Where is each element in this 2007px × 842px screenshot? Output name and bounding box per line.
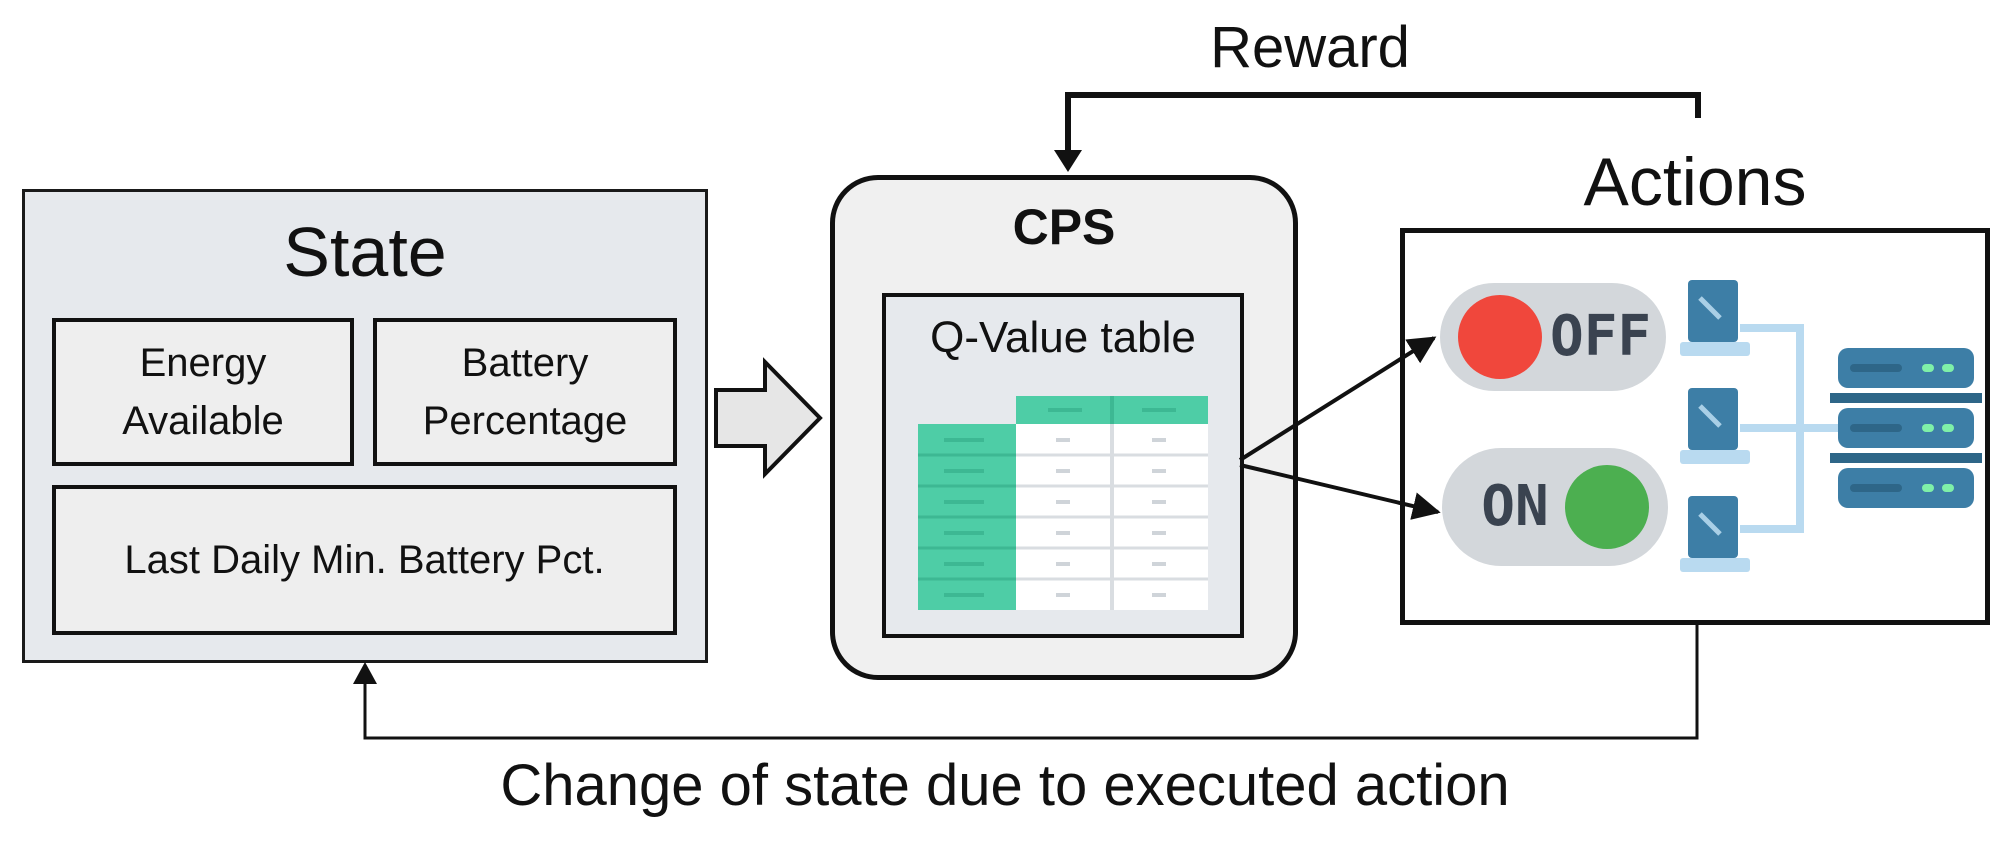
on-label: ON <box>1481 474 1549 539</box>
q-value-table-label: Q-Value table <box>930 313 1196 362</box>
reward-label: Reward <box>1210 15 1410 80</box>
q-table-icon <box>918 396 1208 610</box>
off-label: OFF <box>1550 304 1652 369</box>
state-change-arrow <box>363 625 1699 740</box>
state-item-last-daily-min-label: Last Daily Min. Battery Pct. <box>124 537 605 582</box>
table-to-on-arrow <box>1239 463 1441 520</box>
cps-title: CPS <box>1012 199 1116 255</box>
laptop-icon <box>1680 280 1750 356</box>
state-item-last-daily-min: Last Daily Min. Battery Pct. <box>52 485 677 635</box>
actions-title: Actions <box>1583 144 1807 220</box>
state-item-battery-label: Battery Percentage <box>422 341 628 443</box>
reward-arrowhead <box>1054 150 1082 172</box>
server-icon <box>1830 348 1982 508</box>
off-switch-icon <box>1440 283 1666 391</box>
laptop-icon <box>1680 496 1750 572</box>
state-to-cps-arrow <box>714 357 823 479</box>
state-change-arrowhead <box>353 662 377 684</box>
laptop-icon <box>1680 388 1750 464</box>
table-to-off-arrow <box>1238 336 1437 462</box>
state-title: State <box>283 213 447 291</box>
network-wires <box>1740 324 1840 533</box>
reward-arrow <box>1065 92 1701 160</box>
state-item-energy: Energy Available <box>52 318 354 466</box>
feedback-label: Change of state due to executed action <box>500 753 1510 818</box>
on-switch-icon <box>1442 448 1668 566</box>
state-item-energy-label: Energy Available <box>122 341 284 443</box>
state-item-battery: Battery Percentage <box>373 318 677 466</box>
